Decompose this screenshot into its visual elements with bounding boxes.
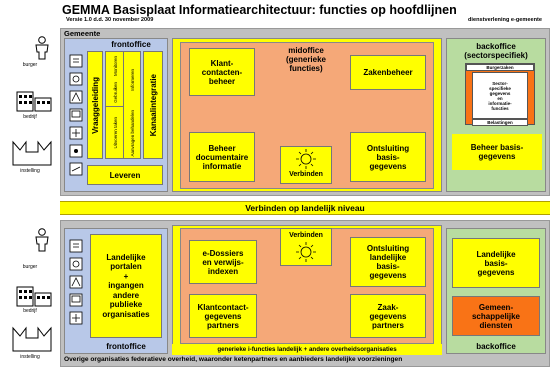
channel-icons [69,53,83,189]
leveren-box: Leveren [87,165,163,185]
person-icon [35,228,49,252]
actor-bedrijf-label-bottom: bedrijf [23,308,37,314]
institution-icon [12,326,52,352]
person-icon [35,36,49,60]
institution-icon [12,140,52,166]
frontoffice-bottom-title: frontoffice [106,342,146,351]
gemeenschappelijke-diensten-box: Gemeen- schappelijke diensten [452,296,540,336]
frontoffice-top-title: frontoffice [111,40,151,49]
landelijke-basisgegevens-box: Landelijke basis- gegevens [452,238,540,288]
building-icon [16,91,52,112]
channel-icons-strip [69,54,83,176]
actor-instelling-label: instelling [20,168,40,174]
ontsluiting-landelijke-box: Ontsluiting landelijke basis- gegevens [350,237,426,287]
beheer-basisgegevens-box: Beheer basis- gegevens [452,134,542,170]
verbinden-bottom-box: Verbinden [280,228,332,266]
function-uitvoeren: Uitvoeren taken [112,117,118,149]
leveren-label: Leveren [109,170,141,180]
belastingen-label: Belastingen [472,119,528,126]
burgerzaken-label: Burgerzaken [466,64,534,71]
ontsluiting-basisgegevens-box: Ontsluiting basis- gegevens [350,132,426,182]
channel-icons-bottom [69,238,83,338]
actor-burger-label-bottom: burger [22,264,38,270]
sun-icon [296,149,316,169]
diagram-title: GEMMA Basisplaat Informatiearchitectuur:… [62,3,457,17]
actor-burger-label: burger [22,62,38,68]
function-informeren: Informeren [130,69,135,91]
actor-instelling-label-bottom: instelling [20,354,40,360]
e-dossiers-box: e-Dossiers en verwijs- indexen [189,240,257,284]
midoffice-top-title: midoffice (generieke functies) [285,45,327,73]
function-gebruiken: Gebruiken [112,82,118,103]
actors-top: burger bedrijf instelling [8,34,52,184]
kanaalintegratie-box: Kanaalintegratie [143,51,163,159]
service-label: dienstverlening e-gemeente [468,17,542,23]
zaakgegevens-box: Zaak- gegevens partners [350,294,426,338]
verbinden-landelijk-bar: Verbinden op landelijk niveau [60,201,550,215]
function-monitoren: Monitoren [112,55,118,76]
sun-icon [296,242,316,262]
actors-bottom: burger bedrijf instelling [8,228,52,368]
gemeente-label: Gemeente [64,29,101,38]
kanaalintegratie-label: Kanaalintegratie [148,73,158,137]
backoffice-top-title: backoffice (sectorspecifiek) [464,42,528,60]
frontoffice-functions-grid: Informeren Aanvragen behandelen Uitvoere… [105,51,141,159]
verbinden-top-label: Verbinden [289,171,323,178]
channel-icons-strip-bottom [69,239,83,325]
version-label: Versie 1.0 d.d. 30 november 2009 [66,17,154,23]
zakenbeheer-box: Zakenbeheer [350,55,426,90]
documentaire-informatie-box: Beheer documentaire informatie [189,132,255,182]
verbinden-bottom-label: Verbinden [289,232,323,239]
building-icon [16,286,52,307]
verbinden-top-box: Verbinden [280,146,332,184]
klantcontactgegevens-box: Klantcontact- gegevens partners [189,294,257,338]
landelijke-portalen-box: Landelijke portalen + ingangen andere pu… [90,234,162,338]
footer-label: Overige organisaties federatieve overhei… [64,356,403,363]
sector-specifieke-box: Sector- specifieke gegevens en informati… [472,72,528,119]
function-aanvragen: Aanvragen behandelen [130,109,135,157]
vraaggeleiding-label: Vraaggeleiding [90,76,100,134]
generieke-ifuncties-label: generieke i-functies landelijk + andere … [172,344,442,355]
vraaggeleiding-box: Vraaggeleiding [87,51,103,159]
actor-bedrijf-label: bedrijf [23,114,37,120]
klantcontactenbeheer-box: Klant- contacten- beheer [189,48,255,96]
backoffice-bottom-title: backoffice [476,342,516,351]
